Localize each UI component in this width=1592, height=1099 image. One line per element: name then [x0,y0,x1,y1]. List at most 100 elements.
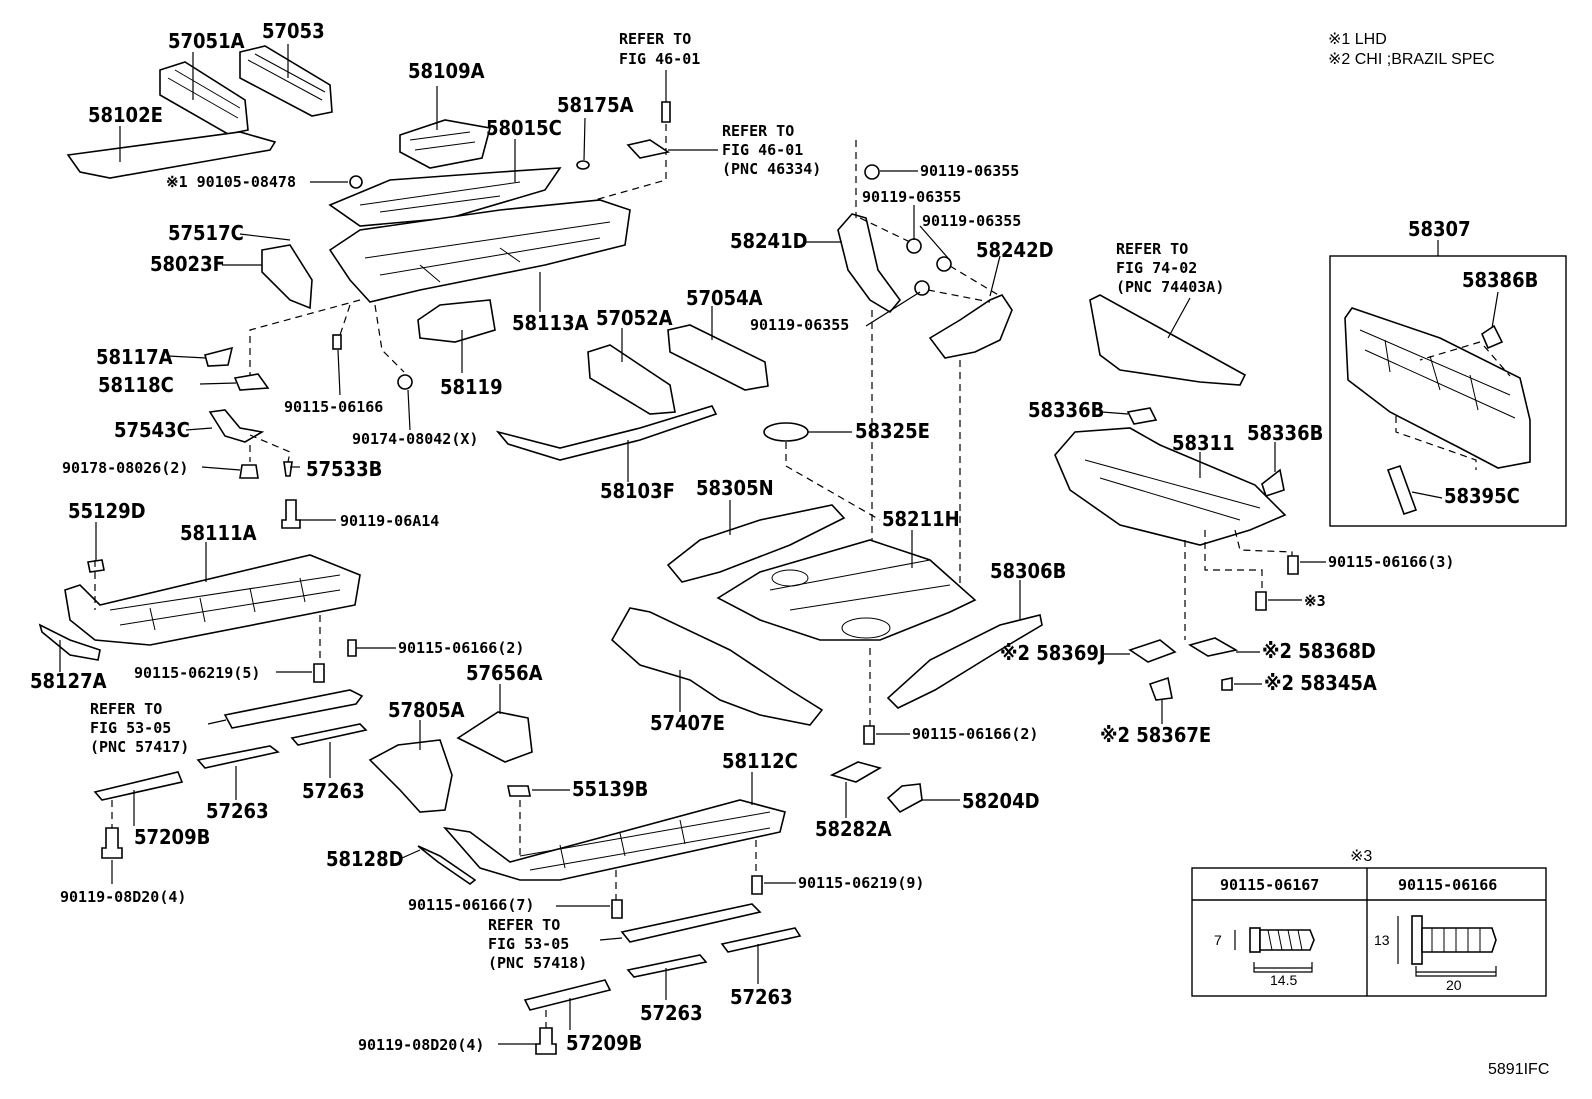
part-58118C-shape[interactable] [233,373,270,391]
bolt-90115-06219-5-icon[interactable] [313,663,325,683]
part-58102E-shape[interactable] [66,131,277,179]
nut-90174-08042-icon[interactable] [397,374,413,390]
part-57263c-shape[interactable] [626,954,708,978]
part-55129D-shape[interactable] [87,559,105,573]
part-57407E-shape[interactable] [610,607,824,726]
refer-pnc-57417-line2[interactable]: FIG 53-05 [90,719,171,737]
bolt-90115-06166-2b-icon[interactable] [863,725,875,745]
label-58311: 58311 [1172,431,1235,455]
label-58175A: 58175A [557,93,634,117]
part-58345A-shape[interactable] [1221,677,1233,691]
label-90115-06166-7: 90115-06166(7) [408,896,534,914]
label-58345A: ※2 58345A [1264,671,1377,695]
part-57656A-shape[interactable] [456,711,533,763]
part-57054A-shape[interactable] [667,324,769,391]
part-58128D-shape[interactable] [417,845,477,885]
part-58282A-shape[interactable] [829,761,883,783]
refer-pnc-57417-line3[interactable]: (PNC 57417) [90,738,189,756]
part-58175A-shape[interactable] [576,160,590,170]
label-57533B: 57533B [306,457,382,481]
bolt-90115-06166-7-icon[interactable] [611,899,623,919]
bolt-90119-06355c-icon[interactable] [936,256,952,272]
refer-pnc-57418-line3[interactable]: (PNC 57418) [488,954,587,972]
part-58241D-shape[interactable] [837,213,902,314]
part-58204D-shape[interactable] [886,783,923,814]
part-58306B-shape[interactable] [886,614,1043,709]
part-57209Ba-shape[interactable] [93,771,184,801]
part-57051A-shape[interactable] [159,61,249,135]
refer-pnc-57418-line2[interactable]: FIG 53-05 [488,935,569,953]
part-58336Ba-shape[interactable] [1126,407,1158,425]
label-90105-08478: ※1 90105-08478 [166,173,296,191]
part-58369J-shape[interactable] [1128,639,1177,663]
bolt-90115-06219-9-icon[interactable] [751,875,763,895]
part-58103F-shape[interactable] [495,405,718,461]
label-58395C: 58395C [1444,484,1520,508]
part-58023F-shape[interactable] [261,244,313,310]
bolt-90119-08D20-4b-icon[interactable] [535,1027,557,1055]
part-58109A-shape[interactable] [399,119,491,169]
part-58242D-shape[interactable] [928,294,1013,359]
label-58117A: 58117A [96,345,173,369]
part-58386B-shape[interactable] [1481,324,1504,350]
part-58015C-shape[interactable] [328,167,562,227]
part-58117A-shape[interactable] [204,346,234,367]
refer-pnc-74403A-line3[interactable]: (PNC 74403A) [1116,278,1224,296]
part-57209Bb-shape[interactable] [523,979,612,1011]
part-57263d-shape[interactable] [720,927,802,953]
bolt-90119-06355d-icon[interactable] [914,280,930,296]
refer-pnc-46334-line2[interactable]: FIG 46-01 [722,141,803,159]
part-58111A-shape[interactable] [64,554,361,646]
part-57263b-shape[interactable] [290,723,368,746]
bolt-90119-08D20-4a-icon[interactable] [101,827,123,859]
label-58102E: 58102E [88,103,163,127]
part-58336Bb-shape[interactable] [1261,468,1285,498]
refer-pnc-74403A-line2[interactable]: FIG 74-02 [1116,259,1197,277]
part-57052A-shape[interactable] [587,344,676,415]
part-57263a-shape[interactable] [196,745,280,769]
refer-fig-46-01-line2[interactable]: FIG 46-01 [619,50,700,68]
bolt-90115-06166-2a-icon[interactable] [347,639,357,657]
nut-90178-08026-icon[interactable] [239,464,259,479]
part-57053-shape[interactable] [239,45,333,117]
label-58111A: 58111A [180,521,257,545]
bolt-90105-08478-icon[interactable] [349,175,363,189]
part-58307-shape[interactable] [1344,307,1531,469]
refer-pnc-57417-line1[interactable]: REFER TO [90,700,162,718]
refer-pnc-46334-line3[interactable]: (PNC 46334) [722,160,821,178]
part-58367E-shape[interactable] [1148,676,1173,701]
part-58395C-shape[interactable] [1386,464,1418,516]
label-90119-08D20-4b: 90119-08D20(4) [358,1036,484,1054]
part-55139B-shape[interactable] [507,785,531,797]
bolt-mark3-icon[interactable] [1255,591,1267,611]
clip-57533B-icon[interactable] [283,461,293,477]
refer-pnc-74403A-line1[interactable]: REFER TO [1116,240,1188,258]
part-58112C-shape[interactable] [442,799,786,881]
label-57053: 57053 [262,19,325,43]
refer-fig-46-01-line1[interactable]: REFER TO [619,30,691,48]
part-58368D-shape[interactable] [1188,637,1239,657]
bolt-90119-06355a-icon[interactable] [864,164,880,180]
part-58113A-shape[interactable] [328,199,631,303]
label-57052A: 57052A [596,306,673,330]
label-58113A: 58113A [512,311,589,335]
label-58119: 58119 [440,375,503,399]
part-58119-shape[interactable] [417,299,496,343]
label-58325E: 58325E [855,419,930,443]
part-58211H-shape[interactable] [716,539,977,641]
bolt-90119-06A14-icon[interactable] [281,499,301,529]
bolt-90115-06166-3-icon[interactable] [1287,555,1299,575]
label-90174-08042: 90174-08042(X) [352,430,478,448]
assembly-58307-box[interactable] [1329,255,1567,527]
part-57543C-shape[interactable] [208,409,265,443]
refer-pnc-46334-line1[interactable]: REFER TO [722,122,794,140]
part-58305N-shape[interactable] [666,504,846,583]
part-58311-shape[interactable] [1054,427,1287,546]
part-57805A-shape[interactable] [368,739,453,813]
bolt-90115-06166-icon[interactable] [332,334,342,350]
refer-pnc-57418-line1[interactable]: REFER TO [488,916,560,934]
part-58325E-shape[interactable] [763,422,809,442]
part-58127A-shape[interactable] [38,623,101,661]
panel-74403A-shape [1089,294,1247,386]
